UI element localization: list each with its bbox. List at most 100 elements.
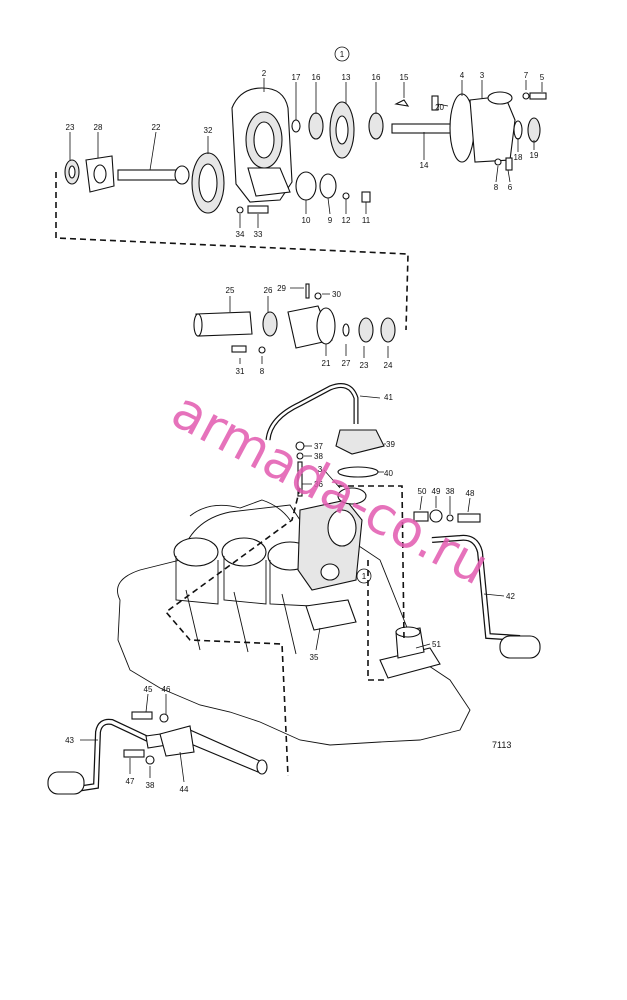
upper-assembly: 1 <box>55 46 547 331</box>
label-16b: 16 <box>372 73 381 82</box>
connector-dashed-upper <box>55 172 409 331</box>
label-29: 29 <box>277 284 286 293</box>
part-23-bearing-2 <box>358 317 374 343</box>
part-33-bolt <box>247 205 269 214</box>
label-11: 11 <box>362 216 371 225</box>
part-20-pin <box>431 95 439 111</box>
label-4: 4 <box>460 71 465 80</box>
group-marker-text-lower: 1 <box>362 572 367 581</box>
part-18-ring <box>513 120 523 140</box>
label-42: 42 <box>506 592 515 601</box>
part-10-cover <box>295 171 317 201</box>
connector-dashed-lower <box>164 485 405 777</box>
label-2: 2 <box>262 69 267 78</box>
part-29-pin <box>305 283 310 299</box>
label-41: 41 <box>384 393 393 402</box>
label-3b: 3 <box>318 465 323 474</box>
label-23a: 23 <box>66 123 75 132</box>
part-14-shaft <box>391 123 455 134</box>
engine-cylinder-2 <box>221 537 267 567</box>
label-8a: 8 <box>494 183 499 192</box>
part-48-bolt <box>457 513 481 523</box>
group-marker-circle-lower <box>356 568 372 584</box>
label-15: 15 <box>400 73 409 82</box>
label-22: 22 <box>152 123 161 132</box>
part-45-bolt <box>131 711 153 720</box>
label-38a: 38 <box>314 452 323 461</box>
group-marker-text-top: 1 <box>340 50 345 59</box>
label-23b: 23 <box>360 361 369 370</box>
label-36: 36 <box>314 480 323 489</box>
part-16-bearing-2 <box>368 112 384 140</box>
label-18: 18 <box>514 153 523 162</box>
label-47: 47 <box>126 777 135 786</box>
label-16a: 16 <box>312 73 321 82</box>
part-34-washer <box>236 206 244 214</box>
part-15-key <box>394 99 410 107</box>
label-50: 50 <box>418 487 427 496</box>
part-8-washer-2 <box>258 346 266 354</box>
label-40: 40 <box>384 469 393 478</box>
part-19-bearing <box>527 117 541 143</box>
label-20: 20 <box>435 103 444 112</box>
label-34: 34 <box>236 230 245 239</box>
part-3-pump-body <box>469 95 516 163</box>
group-marker-circle-top <box>334 46 350 62</box>
part-35-gasket <box>305 599 357 631</box>
engine-cylinder-1 <box>173 537 219 567</box>
part-16-bearing <box>308 112 324 140</box>
part-5-bolt <box>529 92 547 100</box>
label-26: 26 <box>264 286 273 295</box>
label-3a: 3 <box>480 71 485 80</box>
part-25-sleeve <box>195 311 253 337</box>
figure-number: 7113 <box>492 740 511 750</box>
part-26-bearing <box>262 311 278 337</box>
label-5: 5 <box>540 73 545 82</box>
label-37: 37 <box>314 442 323 451</box>
part-6-bolt <box>505 157 513 171</box>
part-38-washer <box>296 452 304 460</box>
label-43: 43 <box>65 736 74 745</box>
label-35: 35 <box>310 653 319 662</box>
label-33: 33 <box>254 230 263 239</box>
part-9-gasket <box>319 173 337 199</box>
part-46-washer <box>159 713 169 723</box>
part-38-washer-3 <box>145 755 155 765</box>
label-38b: 38 <box>446 487 455 496</box>
label-49: 49 <box>432 487 441 496</box>
part-22-shaft <box>117 169 181 181</box>
label-14: 14 <box>420 161 429 170</box>
label-10: 10 <box>302 216 311 225</box>
label-8b: 8 <box>260 367 265 376</box>
label-30: 30 <box>332 290 341 299</box>
label-27: 27 <box>342 359 351 368</box>
part-30-plug <box>314 292 322 300</box>
label-32: 32 <box>204 126 213 135</box>
label-45: 45 <box>144 685 153 694</box>
crank-handle-right <box>499 635 541 659</box>
label-51: 51 <box>432 640 441 649</box>
part-27-ring <box>342 323 350 337</box>
label-28: 28 <box>94 123 103 132</box>
label-46: 46 <box>162 685 171 694</box>
lower-assembly: 1 41 39 40 37 38 36 <box>47 383 541 795</box>
part-7-washer <box>522 92 530 100</box>
part-8-washer <box>494 158 502 166</box>
label-38c: 38 <box>146 781 155 790</box>
label-12: 12 <box>342 216 351 225</box>
label-24: 24 <box>384 361 393 370</box>
label-17: 17 <box>292 73 301 82</box>
part-38-washer-2 <box>446 514 454 522</box>
part-31-bolt <box>231 345 247 353</box>
part-17-ring <box>291 119 301 133</box>
label-6: 6 <box>508 183 513 192</box>
crank-handle-left <box>47 771 85 795</box>
label-13: 13 <box>342 73 351 82</box>
part-39-cap <box>335 429 385 455</box>
part-12-washer <box>342 192 350 200</box>
part-47-bolt <box>123 749 145 758</box>
part-36-stud <box>297 461 303 497</box>
part-11-bolt <box>361 191 371 203</box>
label-7: 7 <box>524 71 529 80</box>
label-19: 19 <box>530 151 539 160</box>
